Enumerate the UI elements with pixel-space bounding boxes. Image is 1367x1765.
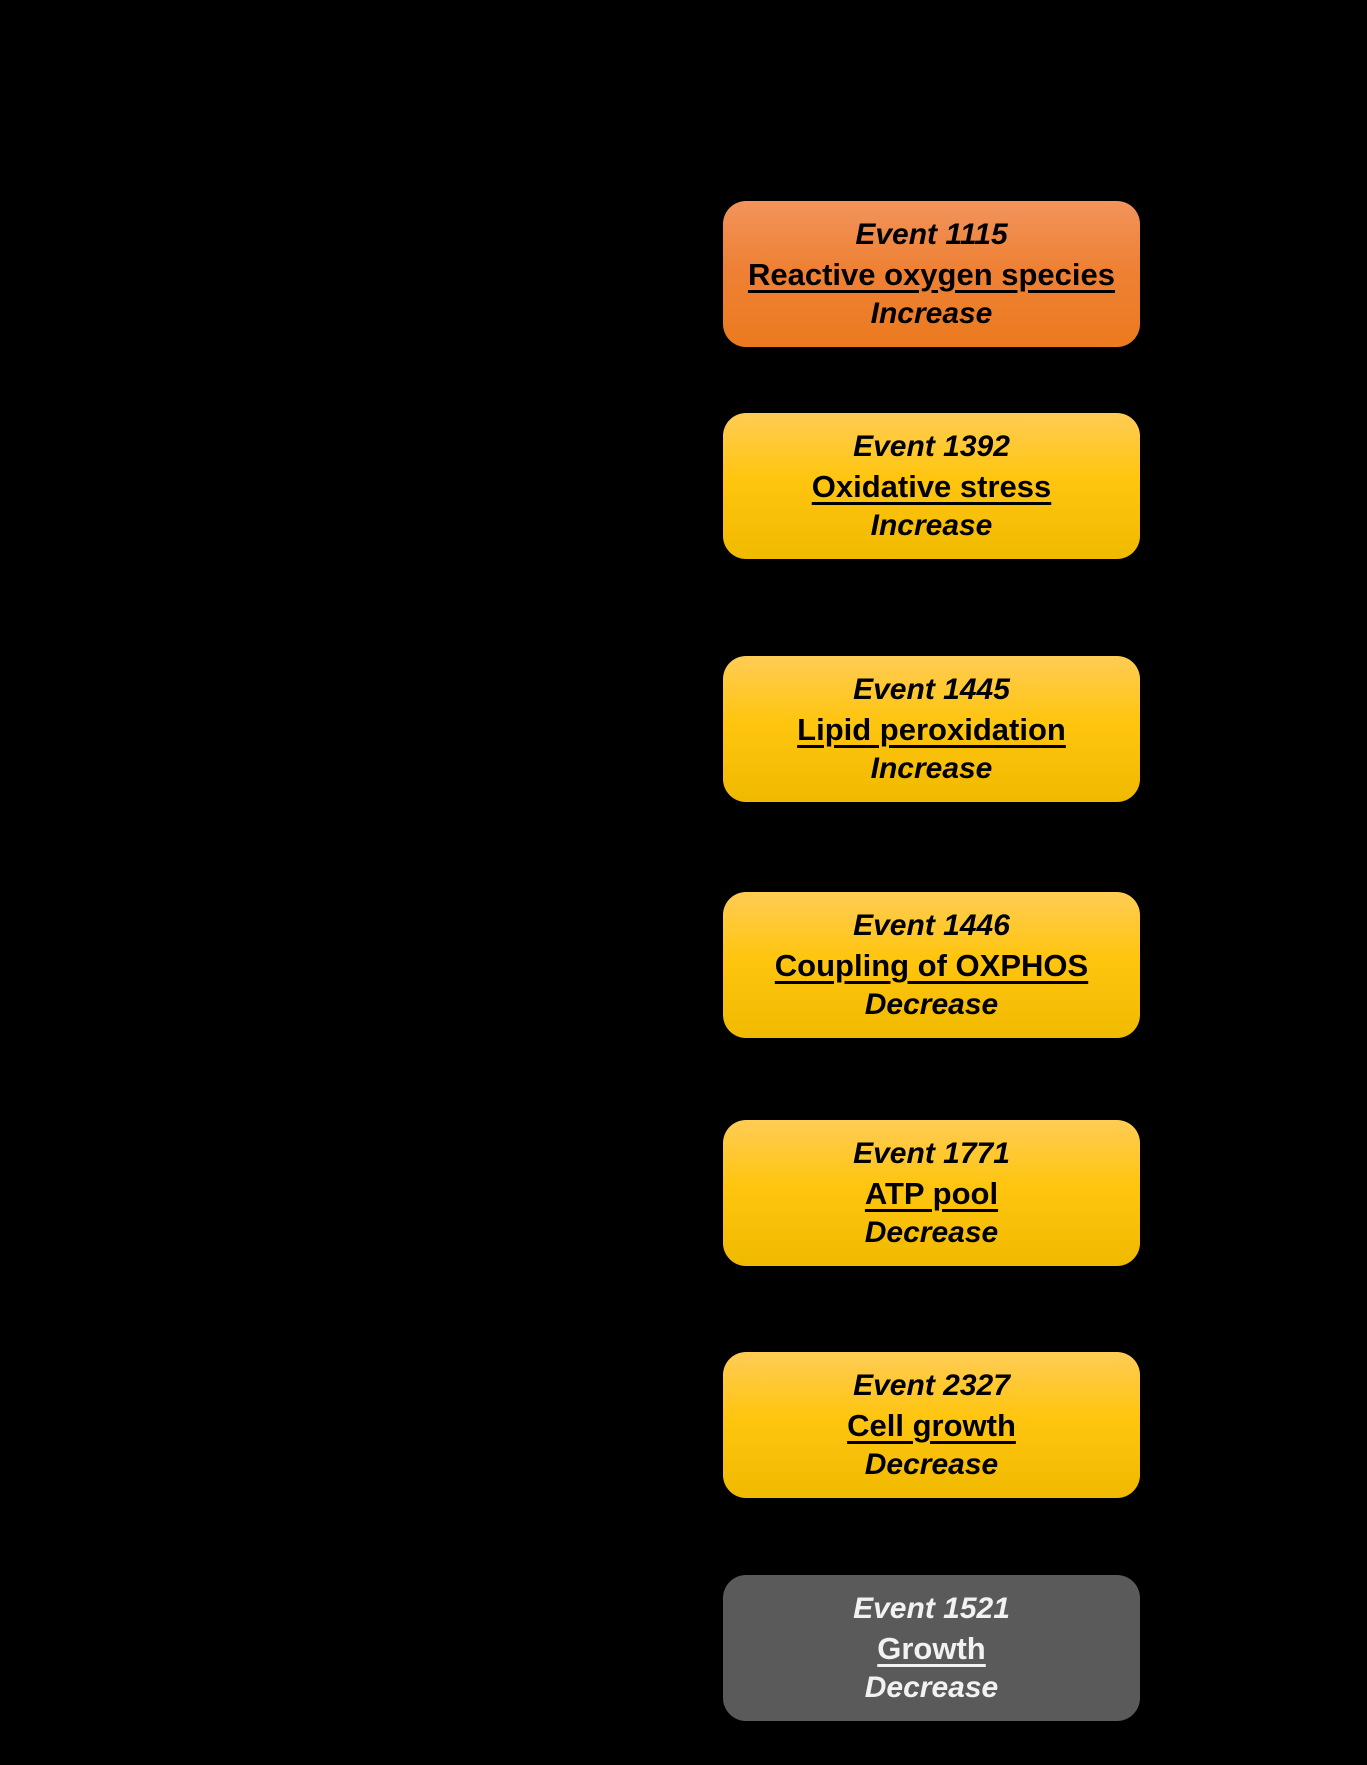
event-id-label: Event 1521 xyxy=(853,1591,1010,1625)
event-node-1521[interactable]: Event 1521 Growth Decrease xyxy=(723,1575,1140,1721)
event-node-2327[interactable]: Event 2327 Cell growth Decrease xyxy=(723,1352,1140,1498)
event-id-label: Event 1445 xyxy=(853,672,1010,706)
event-direction-label: Decrease xyxy=(864,1670,999,1704)
event-direction-label: Increase xyxy=(870,751,993,785)
event-name-label: Oxidative stress xyxy=(811,468,1052,504)
event-name-label: ATP pool xyxy=(864,1175,999,1211)
event-direction-label: Increase xyxy=(870,296,993,330)
event-node-1771[interactable]: Event 1771 ATP pool Decrease xyxy=(723,1120,1140,1266)
event-node-1115[interactable]: Event 1115 Reactive oxygen species Incre… xyxy=(723,201,1140,347)
event-direction-label: Increase xyxy=(870,508,993,542)
event-node-1392[interactable]: Event 1392 Oxidative stress Increase xyxy=(723,413,1140,559)
event-direction-label: Decrease xyxy=(864,1215,999,1249)
event-direction-label: Decrease xyxy=(864,987,999,1021)
event-name-label: Cell growth xyxy=(847,1407,1016,1443)
event-name-label: Growth xyxy=(877,1630,986,1666)
event-id-label: Event 1771 xyxy=(853,1136,1010,1170)
event-direction-label: Decrease xyxy=(864,1447,999,1481)
event-name-label: Reactive oxygen species xyxy=(747,256,1116,292)
event-id-label: Event 2327 xyxy=(853,1368,1010,1402)
event-name-label: Lipid peroxidation xyxy=(797,711,1066,747)
event-node-1446[interactable]: Event 1446 Coupling of OXPHOS Decrease xyxy=(723,892,1140,1038)
event-id-label: Event 1446 xyxy=(853,908,1010,942)
event-node-1445[interactable]: Event 1445 Lipid peroxidation Increase xyxy=(723,656,1140,802)
event-id-label: Event 1392 xyxy=(853,429,1010,463)
event-name-label: Coupling of OXPHOS xyxy=(774,947,1089,983)
event-id-label: Event 1115 xyxy=(855,217,1008,251)
